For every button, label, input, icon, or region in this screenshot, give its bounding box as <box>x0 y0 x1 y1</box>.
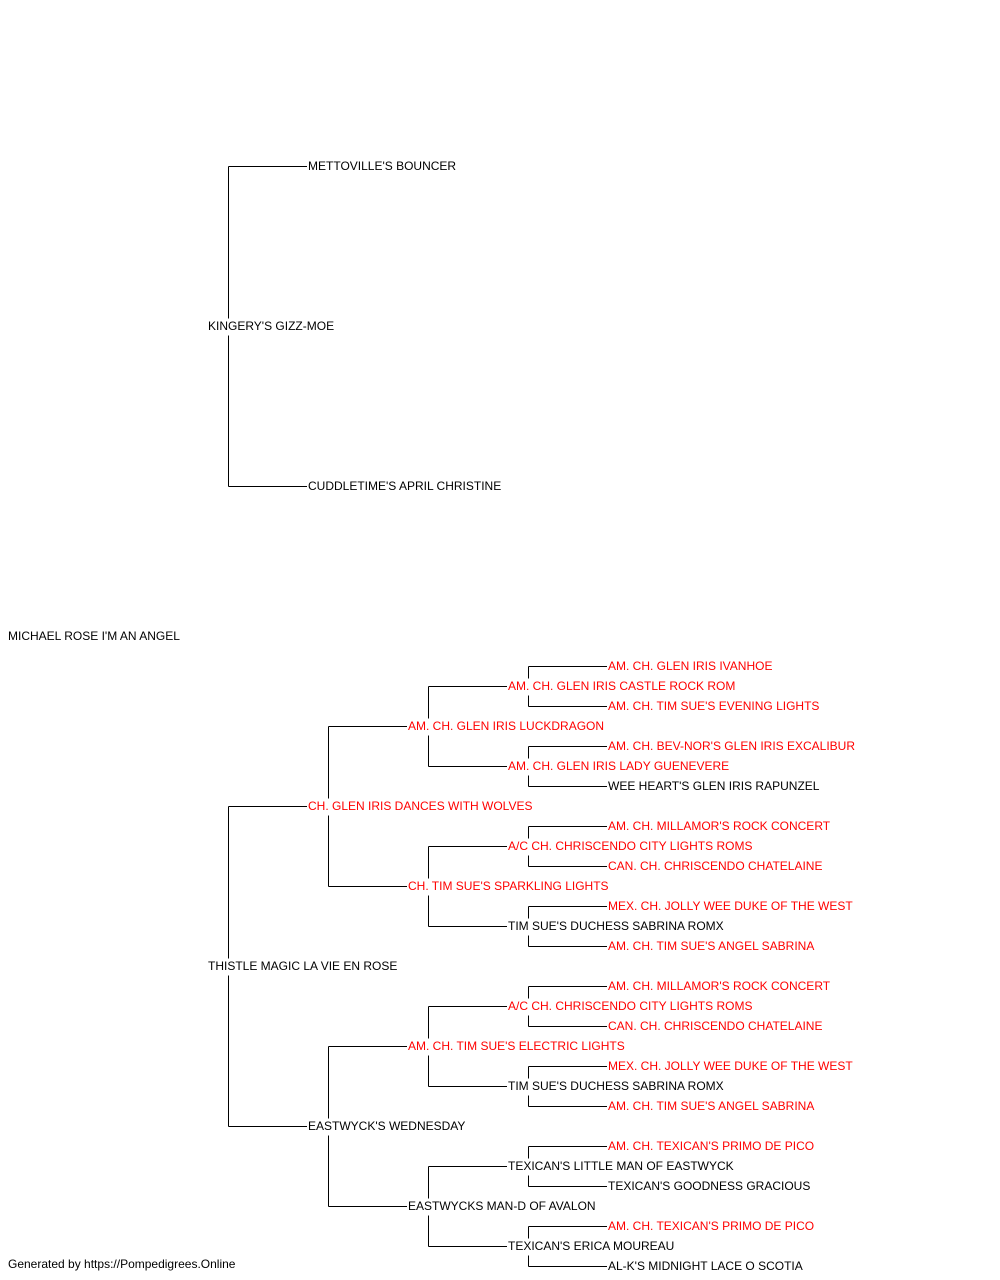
ancestor-name: AM. CH. GLEN IRIS LUCKDRAGON <box>408 719 605 733</box>
ancestor-name: CAN. CH. CHRISCENDO CHATELAINE <box>608 859 823 873</box>
subject-dog-name: MICHAEL ROSE I'M AN ANGEL <box>8 629 180 643</box>
ancestor-name: AM. CH. TEXICAN'S PRIMO DE PICO <box>608 1139 815 1153</box>
ancestor-name: CAN. CH. CHRISCENDO CHATELAINE <box>608 1019 823 1033</box>
ancestor-name: TIM SUE'S DUCHESS SABRINA ROMX <box>508 919 724 933</box>
ancestor-name: AM. CH. GLEN IRIS LADY GUENEVERE <box>508 759 730 773</box>
ancestor-name: A/C CH. CHRISCENDO CITY LIGHTS ROMS <box>508 999 753 1013</box>
ancestor-name: CUDDLETIME'S APRIL CHRISTINE <box>308 479 502 493</box>
ancestor-name: AM. CH. TEXICAN'S PRIMO DE PICO <box>608 1219 815 1233</box>
ancestor-name: AM. CH. TIM SUE'S ELECTRIC LIGHTS <box>408 1039 625 1053</box>
ancestor-name: AM. CH. TIM SUE'S ANGEL SABRINA <box>608 1099 815 1113</box>
ancestor-name: MEX. CH. JOLLY WEE DUKE OF THE WEST <box>608 1059 853 1073</box>
ancestor-name: A/C CH. CHRISCENDO CITY LIGHTS ROMS <box>508 839 753 853</box>
ancestor-name: TEXICAN'S GOODNESS GRACIOUS <box>608 1179 811 1193</box>
ancestor-name: TIM SUE'S DUCHESS SABRINA ROMX <box>508 1079 724 1093</box>
ancestor-name: METTOVILLE'S BOUNCER <box>308 159 457 173</box>
ancestor-name: AM. CH. GLEN IRIS CASTLE ROCK ROM <box>508 679 736 693</box>
ancestor-name: EASTWYCK'S WEDNESDAY <box>308 1119 466 1133</box>
ancestor-name: WEE HEART'S GLEN IRIS RAPUNZEL <box>608 779 820 793</box>
footer-credit: Generated by https://Pompedigrees.Online <box>8 1257 236 1271</box>
ancestor-name: AM. CH. GLEN IRIS IVANHOE <box>608 659 773 673</box>
ancestor-name: AM. CH. BEV-NOR'S GLEN IRIS EXCALIBUR <box>608 739 856 753</box>
ancestor-name: KINGERY'S GIZZ-MOE <box>208 319 335 333</box>
ancestor-name: TEXICAN'S ERICA MOUREAU <box>508 1239 675 1253</box>
ancestor-name: CH. TIM SUE'S SPARKLING LIGHTS <box>408 879 609 893</box>
ancestor-name: AM. CH. MILLAMOR'S ROCK CONCERT <box>608 819 831 833</box>
ancestor-name: TEXICAN'S LITTLE MAN OF EASTWYCK <box>508 1159 734 1173</box>
ancestor-name: CH. GLEN IRIS DANCES WITH WOLVES <box>308 799 533 813</box>
ancestor-name: AL-K'S MIDNIGHT LACE O SCOTIA <box>608 1259 803 1273</box>
ancestor-name: MEX. CH. JOLLY WEE DUKE OF THE WEST <box>608 899 853 913</box>
ancestor-name: AM. CH. MILLAMOR'S ROCK CONCERT <box>608 979 831 993</box>
ancestor-name: AM. CH. TIM SUE'S EVENING LIGHTS <box>608 699 820 713</box>
ancestor-name: AM. CH. TIM SUE'S ANGEL SABRINA <box>608 939 815 953</box>
ancestor-name: EASTWYCKS MAN-D OF AVALON <box>408 1199 596 1213</box>
ancestor-name: THISTLE MAGIC LA VIE EN ROSE <box>208 959 398 973</box>
